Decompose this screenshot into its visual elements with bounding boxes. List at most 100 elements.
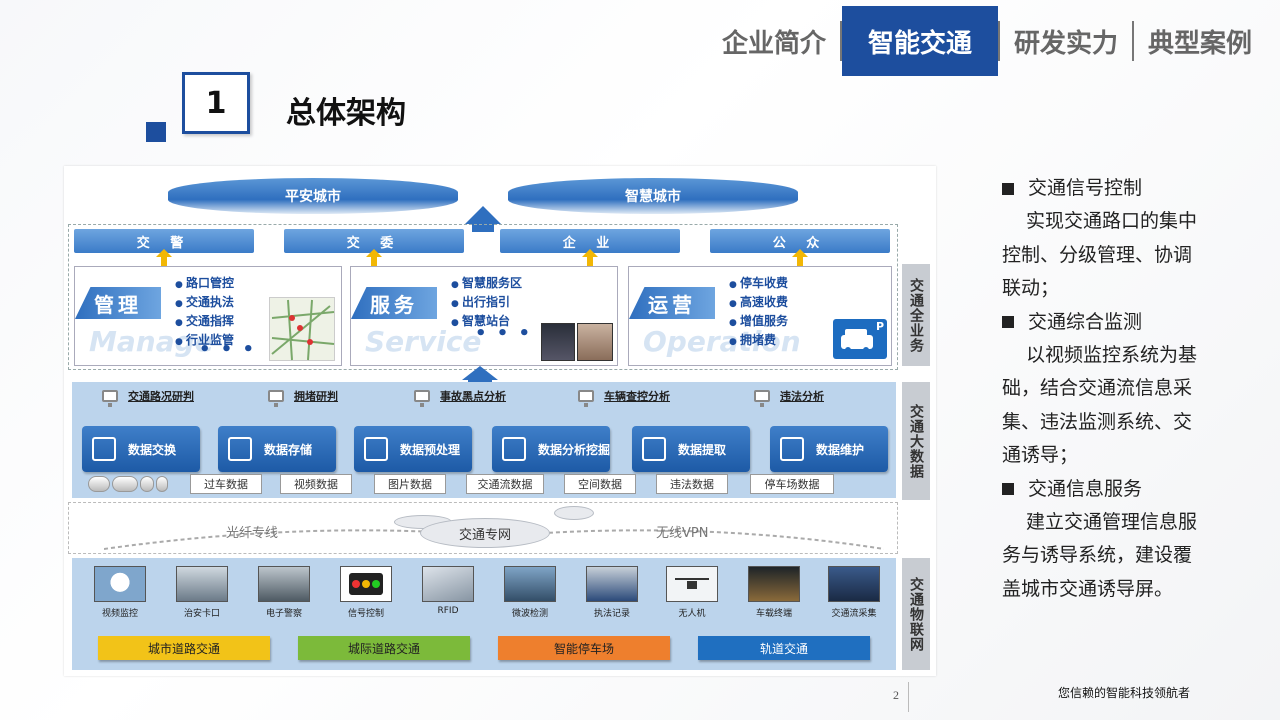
device-flow-collector: 交通流采集 — [828, 566, 880, 619]
analysis-item: 车辆查控分析 — [578, 388, 670, 407]
device-label: 车载终端 — [755, 609, 792, 619]
device-label: 视频监控 — [101, 609, 138, 619]
right-text-panel: 交通信号控制 实现交通路口的集中控制、分级管理、协调联动； 交通综合监测 以视频… — [1002, 172, 1202, 606]
map-image — [269, 297, 335, 361]
device-e-police: 电子警察 — [258, 566, 310, 619]
nav-divider — [1131, 21, 1134, 61]
side-label-iot: 交通物联网 — [902, 558, 930, 670]
analysis-item: 拥堵研判 — [268, 388, 338, 407]
bullet-heading: 交通信息服务 — [1002, 473, 1202, 506]
tab-smart-traffic[interactable]: 智能交通 — [841, 6, 998, 76]
analysis-item: 违法分析 — [754, 388, 824, 407]
service-data-maintenance: 数据维护 — [770, 426, 888, 472]
list-item: 行业监管 — [175, 332, 234, 351]
list-item: 交通执法 — [175, 294, 234, 313]
up-arrow-icon — [792, 249, 808, 270]
monitor-icon — [754, 390, 770, 407]
road-intercity: 城际道路交通 — [298, 636, 470, 660]
database-search-icon — [502, 437, 526, 461]
nav-divider — [997, 21, 1000, 61]
service-data-preprocess: 数据预处理 — [354, 426, 472, 472]
device-label: 电子警察 — [265, 609, 302, 619]
up-arrow-icon — [366, 249, 382, 270]
parking-sign-letter: P — [875, 320, 884, 333]
up-arrow-stem — [472, 224, 494, 232]
e-police-icon — [258, 566, 310, 602]
analysis-label: 车辆查控分析 — [604, 390, 670, 403]
server-icon — [228, 437, 252, 461]
device-label: 治安卡口 — [183, 609, 220, 619]
bullet-body: 实现交通路口的集中控制、分级管理、协调联动； — [1002, 210, 1198, 300]
service-data-extract: 数据提取 — [632, 426, 750, 472]
heading-text: 交通综合监测 — [1028, 310, 1143, 333]
up-arrow-icon — [462, 366, 498, 380]
card-management: 管理 Manage 路口管控 交通执法 交通指挥 行业监管 • • • — [74, 266, 342, 366]
tab-rd-strength[interactable]: 研发实力 — [1013, 28, 1118, 59]
nav-divider — [839, 21, 842, 61]
service-label: 数据预处理 — [400, 442, 461, 457]
flow-collector-icon — [828, 566, 880, 602]
network-center-label: 交通专网 — [458, 527, 511, 543]
card-list: 停车收费 高速收费 增值服务 拥堵费 — [729, 275, 788, 351]
ellipsis-dots: • • • — [199, 339, 257, 360]
bullet-body: 建立交通管理信息服务与诱导系统，建设覆盖城市交通诱导屏。 — [1002, 511, 1198, 600]
service-label: 数据存储 — [264, 442, 313, 457]
footer-slogan: 您信赖的智能科技领航者 — [1058, 686, 1191, 700]
pipes-icon — [88, 476, 168, 492]
device-law-recorder: 执法记录 — [586, 566, 638, 619]
service-area-image — [541, 323, 575, 361]
device-label: 交通流采集 — [831, 609, 877, 619]
device-rfid: RFID — [422, 566, 474, 616]
microwave-detector-icon — [504, 566, 556, 602]
device-label: 无人机 — [678, 609, 706, 619]
device-drone: 无人机 — [666, 566, 718, 619]
page-number: 2 — [893, 688, 899, 702]
data-type-chip: 图片数据 — [374, 474, 446, 494]
square-bullet-icon — [1002, 483, 1014, 496]
officer-icon — [586, 566, 638, 602]
bigdata-zone: 交通路况研判 拥堵研判 事故黑点分析 车辆查控分析 违法分析 数据交换 数据存储… — [72, 382, 896, 498]
card-service: 服务 Service 智慧服务区 出行指引 智慧站台 • • • — [350, 266, 618, 366]
service-data-storage: 数据存储 — [218, 426, 336, 472]
network-left-label: 光纤专线 — [226, 526, 279, 541]
drone-icon — [666, 566, 718, 602]
device-signal: 信号控制 — [340, 566, 392, 619]
heading-text: 交通信息服务 — [1028, 477, 1143, 500]
side-label-business: 交通全业务 — [902, 264, 930, 366]
list-item: 出行指引 — [451, 294, 522, 313]
device-vehicle-terminal: 车载终端 — [748, 566, 800, 619]
list-item: 停车收费 — [729, 275, 788, 294]
card-operation: 运营 Operation 停车收费 高速收费 增值服务 拥堵费 P — [628, 266, 892, 366]
vehicle-terminal-icon — [748, 566, 800, 602]
traffic-light-icon — [340, 566, 392, 602]
cloud-icon: 交通专网 — [420, 518, 550, 548]
device-label: RFID — [437, 606, 459, 616]
rfid-icon — [422, 566, 474, 602]
up-arrow-stem — [468, 378, 492, 383]
tab-typical-cases[interactable]: 典型案例 — [1147, 28, 1252, 59]
monitor-icon — [414, 390, 430, 407]
service-label: 数据提取 — [678, 442, 727, 457]
data-type-chip: 交通流数据 — [466, 474, 544, 494]
service-label: 数据分析挖掘 — [538, 442, 611, 457]
tab-company-intro[interactable]: 企业简介 — [721, 28, 826, 59]
network-right-label: 无线VPN — [656, 526, 709, 541]
analysis-label: 违法分析 — [780, 390, 824, 403]
analysis-item: 事故黑点分析 — [414, 388, 506, 407]
bullet-heading: 交通信号控制 — [1002, 172, 1202, 205]
data-type-chip: 违法数据 — [656, 474, 728, 494]
section-decor-square — [146, 122, 166, 142]
list-item: 高速收费 — [729, 294, 788, 313]
list-item: 交通指挥 — [175, 313, 234, 332]
database-icon — [92, 437, 116, 461]
square-bullet-icon — [1002, 182, 1014, 195]
side-label-bigdata: 交通大数据 — [902, 382, 930, 500]
parking-icon: P — [833, 319, 887, 359]
smart-city-banner: 智慧城市 — [508, 178, 798, 214]
data-type-chip: 空间数据 — [564, 474, 636, 494]
service-data-exchange: 数据交换 — [82, 426, 200, 472]
up-arrow-icon — [156, 249, 172, 270]
wrench-icon — [780, 437, 804, 461]
analysis-label: 拥堵研判 — [294, 390, 338, 403]
analysis-item: 交通路况研判 — [102, 388, 194, 407]
